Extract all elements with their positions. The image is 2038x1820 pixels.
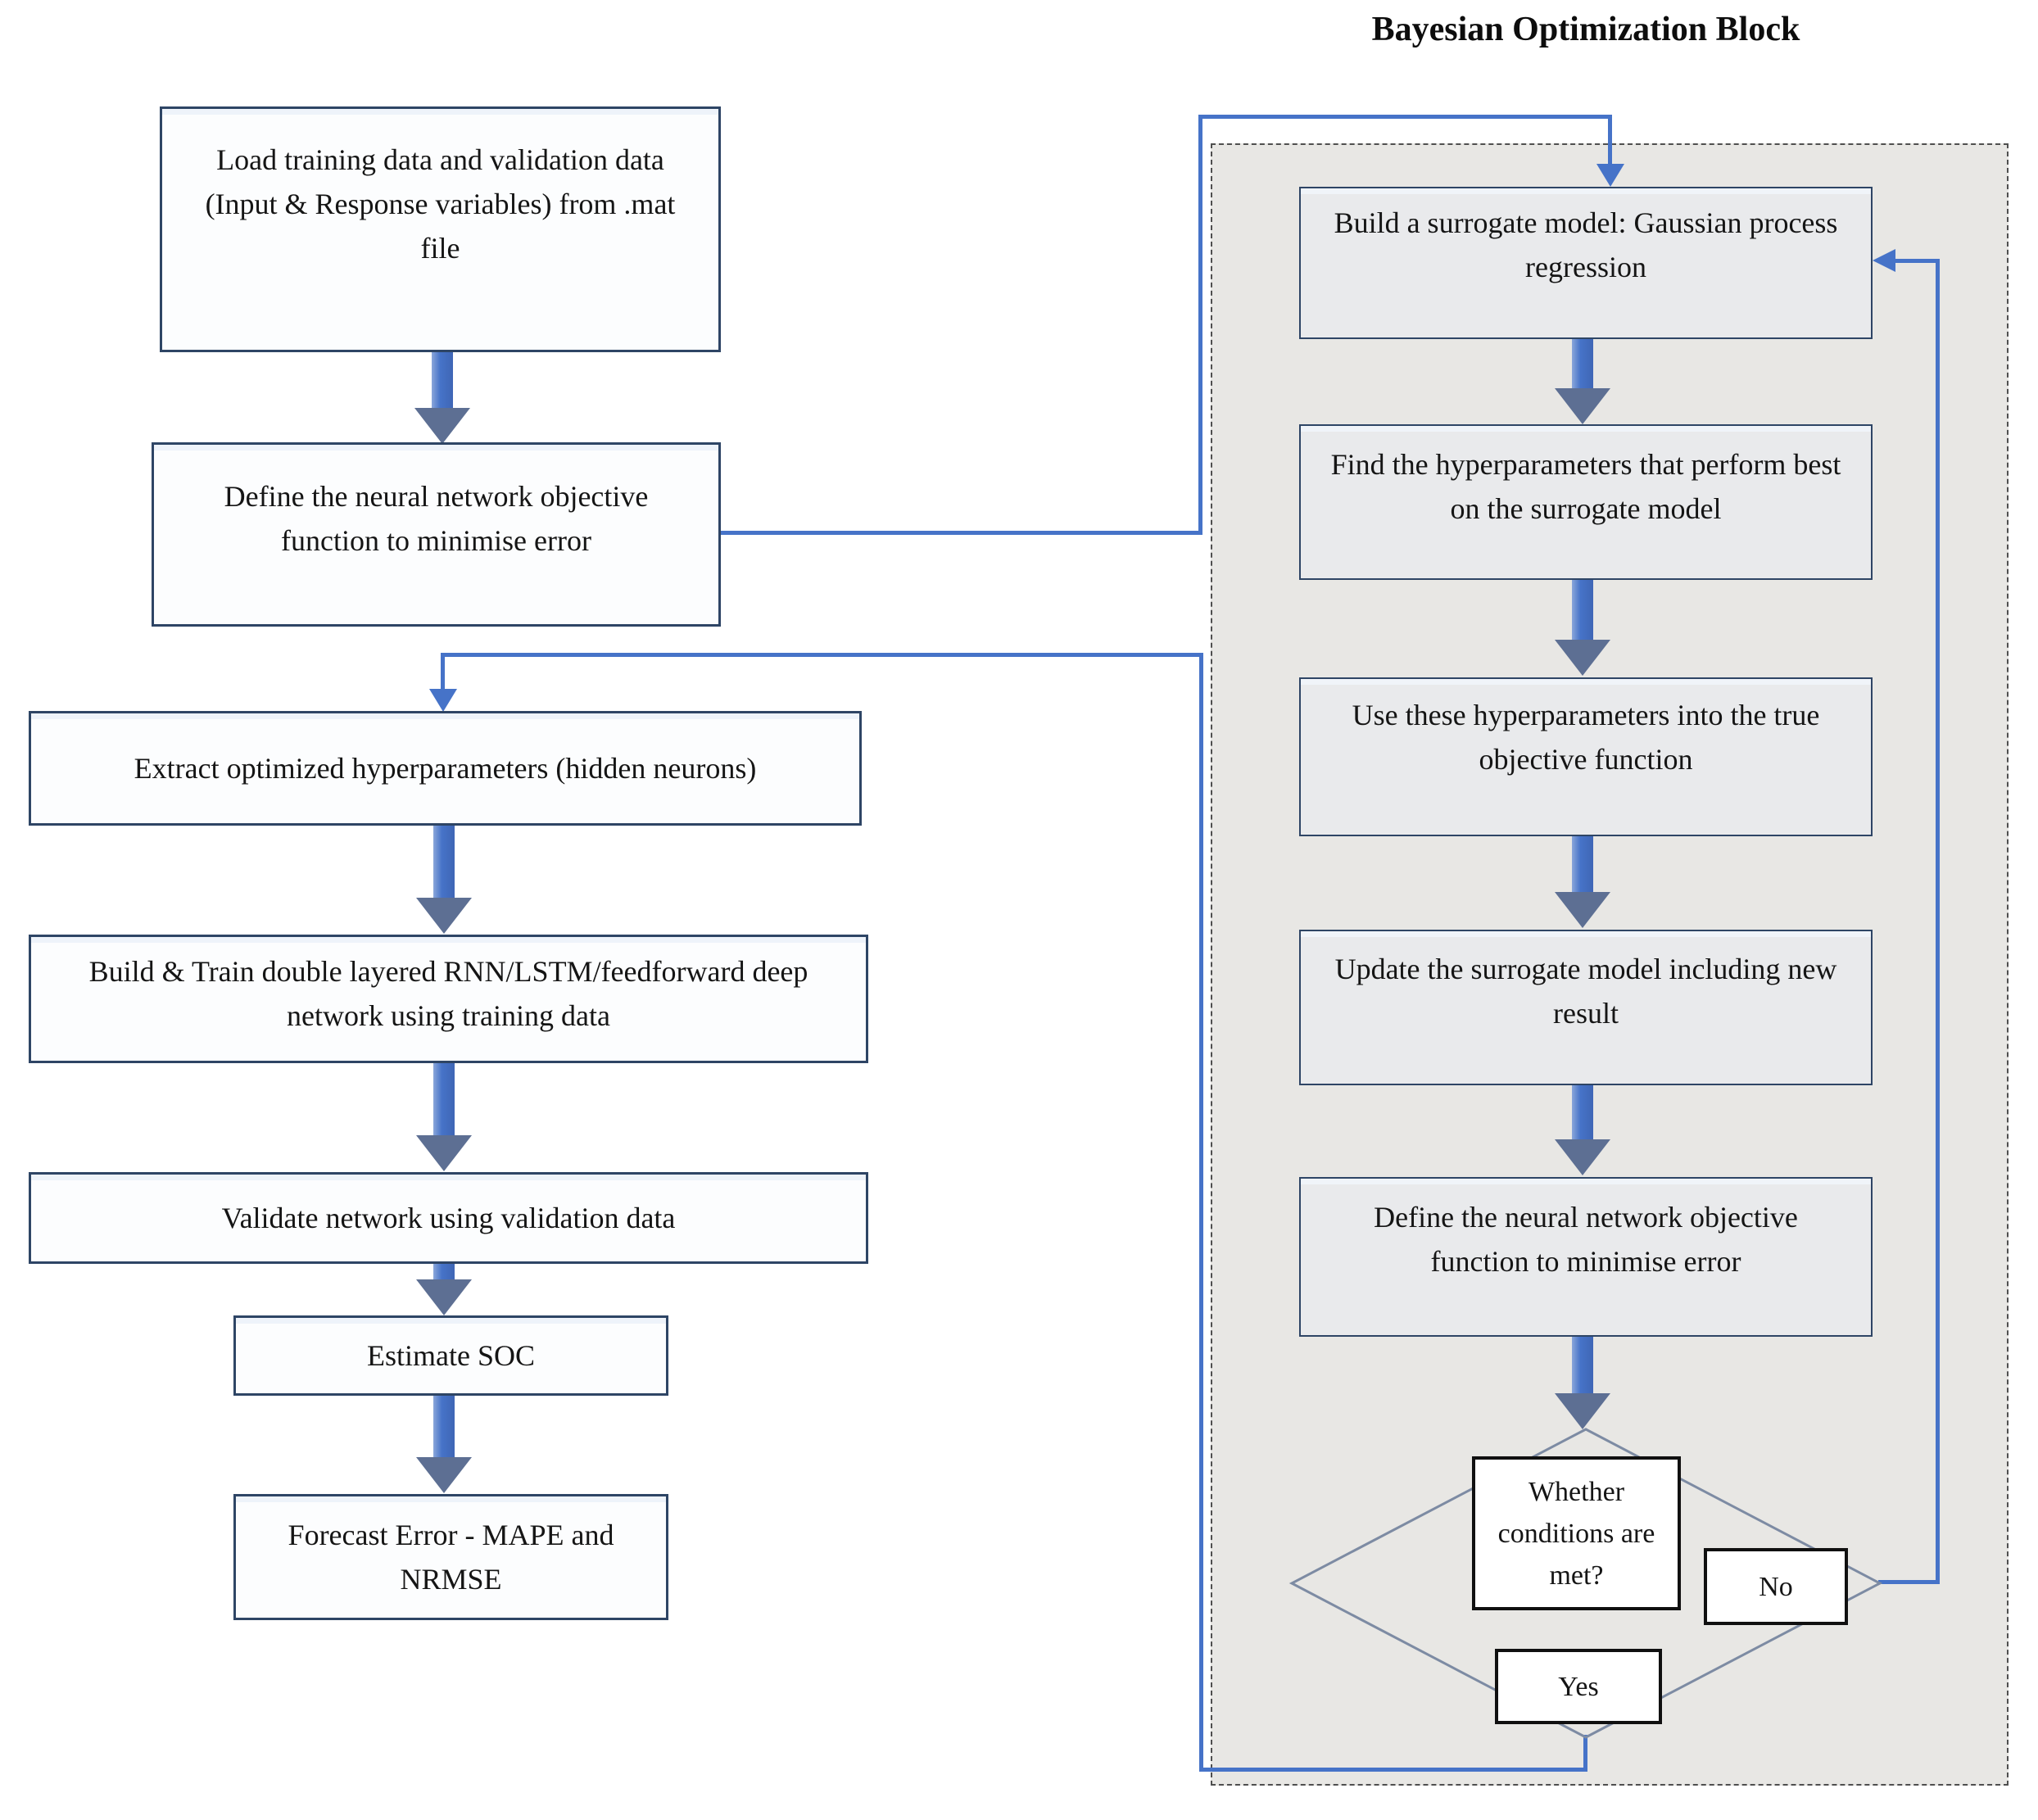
flow-arrow-shaft: [432, 352, 453, 410]
flow-node-forecast-error: Forecast Error - MAPE and NRMSE: [233, 1494, 668, 1620]
bayesian-block-title: Bayesian Optimization Block: [1371, 11, 1800, 48]
flow-down-arrow-icon: [416, 1279, 472, 1315]
no-loop-horizontal-top: [1894, 259, 1940, 263]
flow-node-label: Validate network using validation data: [221, 1202, 676, 1234]
bayes-node-label: Build a surrogate model: Gaussian proces…: [1334, 206, 1838, 283]
flow-node-label: Define the neural network objective func…: [224, 479, 649, 557]
flow-arrow-shaft: [433, 1396, 455, 1459]
flow-arrow-shaft: [1572, 1085, 1593, 1141]
decision-question-label: Whether conditions are met?: [1497, 1476, 1655, 1591]
flow-node-define-objective: Define the neural network objective func…: [152, 442, 721, 627]
flow-node-estimate-soc: Estimate SOC: [233, 1315, 668, 1396]
return-drop-to-extract: [441, 653, 445, 690]
bayes-node-label: Use these hyperparameters into the true …: [1352, 699, 1820, 776]
flow-down-arrow-icon: [416, 898, 472, 934]
flow-arrow-shaft: [1572, 580, 1593, 641]
flow-node-label: Extract optimized hyperparameters (hidde…: [134, 752, 757, 785]
flow-arrow-shaft: [1572, 836, 1593, 894]
bayes-node-find-hyperparameters: Find the hyperparameters that perform be…: [1299, 424, 1873, 580]
bayes-node-label: Define the neural network objective func…: [1374, 1200, 1798, 1278]
flow-arrow-shaft: [433, 826, 455, 899]
return-horizontal-mid: [442, 653, 1203, 657]
bayes-node-label: Find the hyperparameters that perform be…: [1330, 448, 1841, 525]
flow-node-extract-hyperparameters: Extract optimized hyperparameters (hidde…: [29, 711, 862, 826]
decision-no-label: No: [1759, 1571, 1793, 1602]
flow-arrow-shaft: [1572, 1337, 1593, 1395]
flow-down-arrow-icon: [416, 1135, 472, 1171]
decision-no-box: No: [1704, 1548, 1848, 1625]
entry-down-arrow-icon: [1596, 164, 1624, 187]
flow-node-label: Load training data and validation data (…: [205, 143, 676, 265]
entry-connector-drop: [1608, 119, 1612, 168]
no-loop-vertical: [1936, 260, 1940, 1584]
decision-question-box: Whether conditions are met?: [1472, 1456, 1681, 1610]
return-horizontal-bottom: [1199, 1768, 1587, 1772]
bayes-node-build-surrogate: Build a surrogate model: Gaussian proces…: [1299, 187, 1873, 339]
entry-connector-vertical: [1198, 115, 1202, 535]
bayes-node-label: Update the surrogate model including new…: [1334, 953, 1837, 1030]
no-loop-left-arrow-icon: [1873, 249, 1895, 272]
decision-yes-box: Yes: [1495, 1649, 1662, 1724]
flow-down-arrow-icon: [1555, 1139, 1610, 1175]
flow-arrow-shaft: [433, 1261, 455, 1281]
flow-down-arrow-icon: [1555, 1393, 1610, 1429]
no-loop-horizontal-bottom: [1878, 1580, 1940, 1584]
flow-down-arrow-icon: [1555, 388, 1610, 424]
return-vertical: [1199, 653, 1203, 1772]
flow-down-arrow-icon: [414, 408, 470, 444]
flow-node-label: Build & Train double layered RNN/LSTM/fe…: [88, 954, 808, 1032]
flow-node-label: Forecast Error - MAPE and NRMSE: [288, 1519, 614, 1596]
bayes-node-update-surrogate: Update the surrogate model including new…: [1299, 930, 1873, 1085]
bayes-node-use-hyperparameters: Use these hyperparameters into the true …: [1299, 677, 1873, 836]
flow-node-label: Estimate SOC: [367, 1339, 535, 1372]
return-down-arrow-icon: [429, 689, 457, 712]
flow-down-arrow-icon: [1555, 640, 1610, 676]
flow-arrow-shaft: [1572, 339, 1593, 390]
decision-diamond: [1288, 1428, 1883, 1739]
flow-node-build-train-network: Build & Train double layered RNN/LSTM/fe…: [29, 935, 868, 1063]
entry-connector-horizontal-low: [721, 531, 1202, 535]
bayes-node-define-objective: Define the neural network objective func…: [1299, 1177, 1873, 1337]
return-drop-from-diamond: [1583, 1735, 1587, 1772]
decision-yes-label: Yes: [1558, 1671, 1599, 1702]
flow-node-validate-network: Validate network using validation data: [29, 1172, 868, 1264]
flow-down-arrow-icon: [416, 1457, 472, 1493]
flow-arrow-shaft: [433, 1063, 455, 1137]
entry-connector-horizontal-top: [1198, 115, 1612, 119]
flow-down-arrow-icon: [1555, 892, 1610, 928]
flow-node-load-data: Load training data and validation data (…: [160, 106, 721, 352]
